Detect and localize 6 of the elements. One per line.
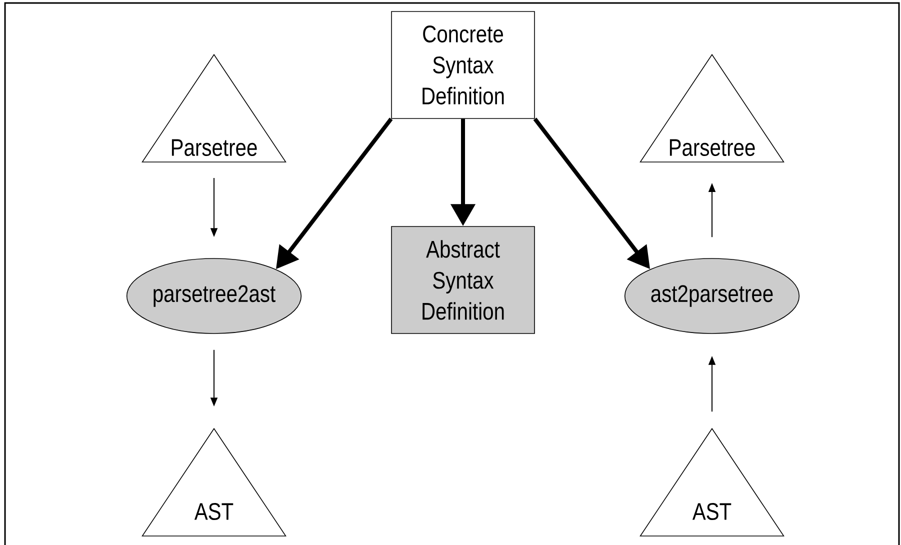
tree-triangle: Parsetree (640, 54, 784, 162)
tree-triangle: Parsetree (142, 54, 286, 162)
process-box: Abstract Syntax Definition (391, 226, 535, 334)
tree-triangle: AST (142, 428, 286, 536)
tree-triangle: AST (640, 428, 784, 536)
process-box: Concrete Syntax Definition (391, 11, 535, 119)
